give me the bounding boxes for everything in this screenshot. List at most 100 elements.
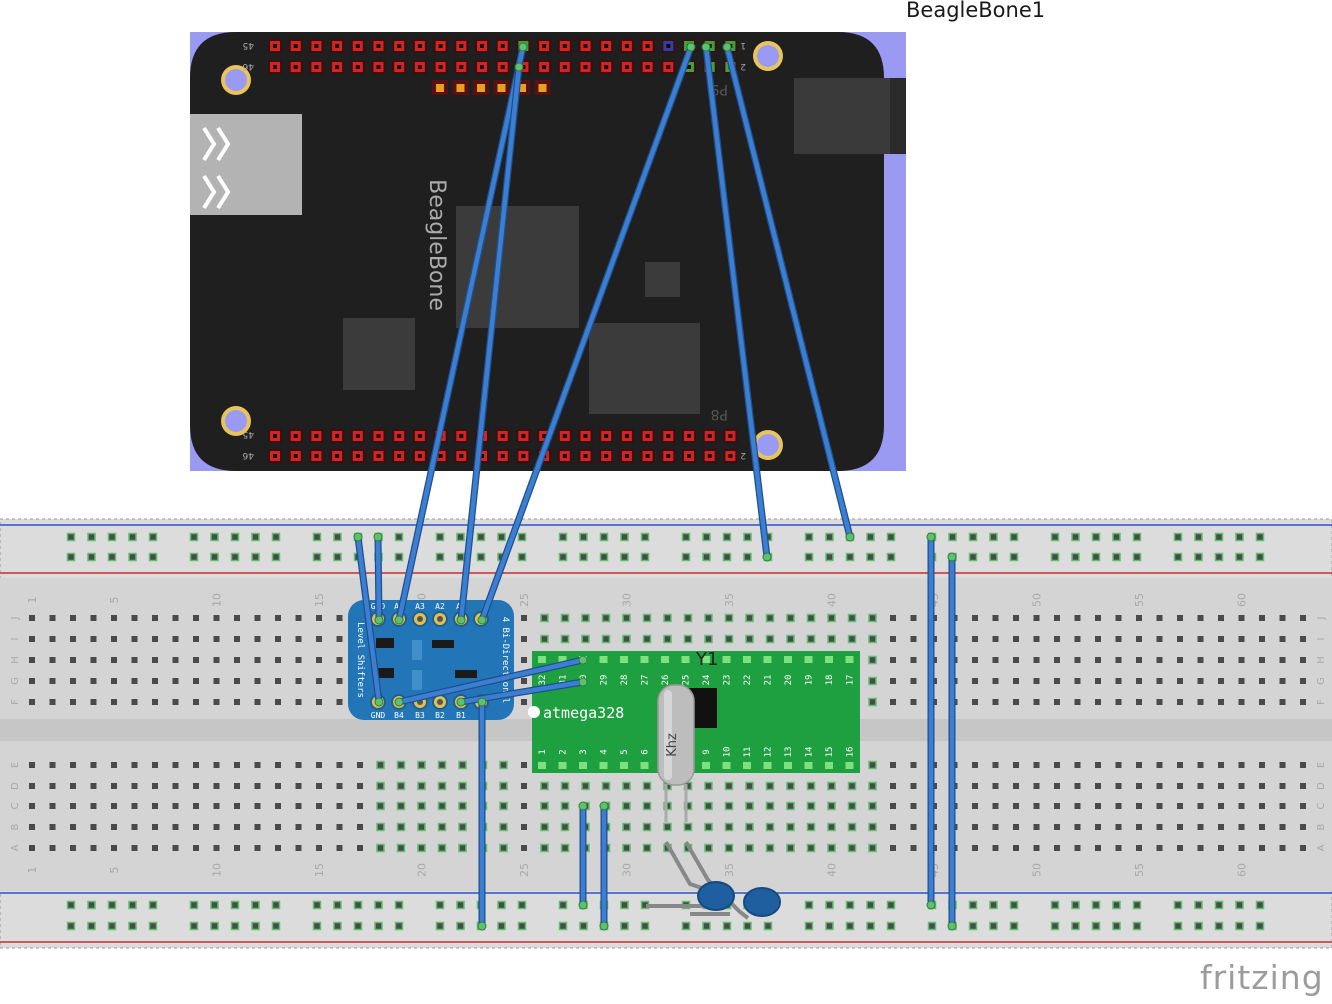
breadboard-hole[interactable]	[1013, 636, 1019, 642]
breadboard-hole[interactable]	[500, 783, 507, 789]
breadboard-hole[interactable]	[172, 803, 179, 809]
chip-pin[interactable]	[538, 762, 546, 769]
breadboard-hole[interactable]	[992, 803, 999, 809]
rail-hole[interactable]	[847, 902, 853, 908]
breadboard-hole[interactable]	[1136, 762, 1142, 768]
breadboard-hole[interactable]	[193, 657, 199, 663]
rail-hole[interactable]	[1195, 534, 1202, 540]
breadboard-hole[interactable]	[1095, 783, 1101, 789]
breadboard-hole[interactable]	[316, 678, 322, 684]
rail-hole[interactable]	[683, 554, 689, 560]
breadboard-hole[interactable]	[890, 803, 896, 809]
jumper-wire[interactable]	[396, 657, 586, 705]
breadboard-hole[interactable]	[1156, 699, 1163, 705]
breadboard-hole[interactable]	[418, 845, 425, 851]
rail-hole[interactable]	[396, 902, 402, 908]
breadboard-hole[interactable]	[90, 678, 97, 684]
breadboard-hole[interactable]	[521, 824, 527, 830]
breadboard-hole[interactable]	[1300, 636, 1306, 642]
breadboard-hole[interactable]	[131, 699, 138, 705]
breadboard-hole[interactable]	[726, 824, 732, 830]
breadboard-hole[interactable]	[1156, 762, 1163, 768]
breadboard-hole[interactable]	[1156, 803, 1163, 809]
breadboard-hole[interactable]	[1197, 615, 1204, 621]
chip-pin[interactable]	[640, 762, 649, 769]
breadboard-hole[interactable]	[172, 636, 179, 642]
rail-hole[interactable]	[929, 923, 935, 929]
breadboard-hole[interactable]	[1095, 699, 1101, 705]
breadboard-hole[interactable]	[234, 783, 240, 789]
breadboard-hole[interactable]	[869, 657, 876, 663]
rail-hole[interactable]	[601, 534, 607, 540]
breadboard-hole[interactable]	[541, 615, 548, 621]
breadboard-hole[interactable]	[603, 615, 609, 621]
breadboard-hole[interactable]	[131, 803, 138, 809]
breadboard-hole[interactable]	[890, 636, 896, 642]
breadboard-hole[interactable]	[1054, 845, 1060, 851]
breadboard-hole[interactable]	[890, 678, 896, 684]
breadboard-hole[interactable]	[1197, 678, 1204, 684]
wire-endpoint[interactable]	[686, 42, 696, 52]
rail-hole[interactable]	[642, 923, 648, 929]
breadboard-hole[interactable]	[541, 636, 548, 642]
breadboard-hole[interactable]	[234, 657, 240, 663]
breadboard-hole[interactable]	[1238, 678, 1245, 684]
breadboard-hole[interactable]	[808, 824, 814, 830]
rail-hole[interactable]	[1093, 554, 1099, 560]
breadboard-hole[interactable]	[1218, 678, 1224, 684]
breadboard-hole[interactable]	[275, 845, 281, 851]
breadboard-hole[interactable]	[1238, 845, 1245, 851]
breadboard-hole[interactable]	[1300, 824, 1306, 830]
rail-hole[interactable]	[109, 534, 115, 540]
breadboard-hole[interactable]	[213, 803, 220, 809]
breadboard-hole[interactable]	[316, 699, 322, 705]
rail-hole[interactable]	[150, 554, 156, 560]
rail-hole[interactable]	[1216, 554, 1222, 560]
wires[interactable]	[353, 42, 957, 931]
breadboard-hole[interactable]	[29, 657, 35, 663]
rail-hole[interactable]	[1216, 534, 1222, 540]
breadboard-hole[interactable]	[644, 783, 650, 789]
breadboard-hole[interactable]	[1177, 845, 1183, 851]
rail-hole[interactable]	[498, 923, 505, 929]
breadboard-hole[interactable]	[295, 824, 302, 830]
rail-hole[interactable]	[580, 534, 587, 540]
breadboard-hole[interactable]	[152, 699, 158, 705]
rail-hole[interactable]	[744, 923, 751, 929]
rail-hole[interactable]	[826, 902, 833, 908]
breadboard-hole[interactable]	[746, 845, 753, 851]
breadboard-hole[interactable]	[869, 824, 876, 830]
breadboard-hole[interactable]	[213, 699, 220, 705]
breadboard-hole[interactable]	[644, 615, 650, 621]
breadboard-hole[interactable]	[1136, 699, 1142, 705]
chip-pin[interactable]	[825, 762, 833, 769]
breadboard-hole[interactable]	[1218, 824, 1224, 830]
breadboard-hole[interactable]	[316, 824, 322, 830]
rail-hole[interactable]	[1113, 902, 1120, 908]
breadboard-hole[interactable]	[910, 636, 917, 642]
breadboard-hole[interactable]	[562, 636, 568, 642]
rail-hole[interactable]	[1093, 923, 1099, 929]
rail-hole[interactable]	[273, 902, 279, 908]
breadboard-hole[interactable]	[152, 824, 158, 830]
breadboard-hole[interactable]	[111, 762, 117, 768]
breadboard-hole[interactable]	[1156, 657, 1163, 663]
breadboard-hole[interactable]	[234, 615, 240, 621]
breadboard-hole[interactable]	[357, 824, 363, 830]
rail-hole[interactable]	[232, 554, 238, 560]
breadboard-hole[interactable]	[685, 636, 691, 642]
breadboard-hole[interactable]	[828, 824, 835, 830]
breadboard-hole[interactable]	[254, 783, 261, 789]
breadboard-hole[interactable]	[787, 615, 794, 621]
breadboard-hole[interactable]	[172, 783, 179, 789]
breadboard-hole[interactable]	[541, 845, 548, 851]
breadboard-hole[interactable]	[254, 636, 261, 642]
rail-hole[interactable]	[68, 923, 74, 929]
breadboard-hole[interactable]	[992, 636, 999, 642]
breadboard-hole[interactable]	[357, 803, 363, 809]
breadboard-hole[interactable]	[1177, 678, 1183, 684]
jumper-wire[interactable]	[355, 534, 382, 705]
breadboard-hole[interactable]	[193, 824, 199, 830]
rail-hole[interactable]	[1134, 534, 1140, 540]
breadboard-hole[interactable]	[849, 783, 855, 789]
